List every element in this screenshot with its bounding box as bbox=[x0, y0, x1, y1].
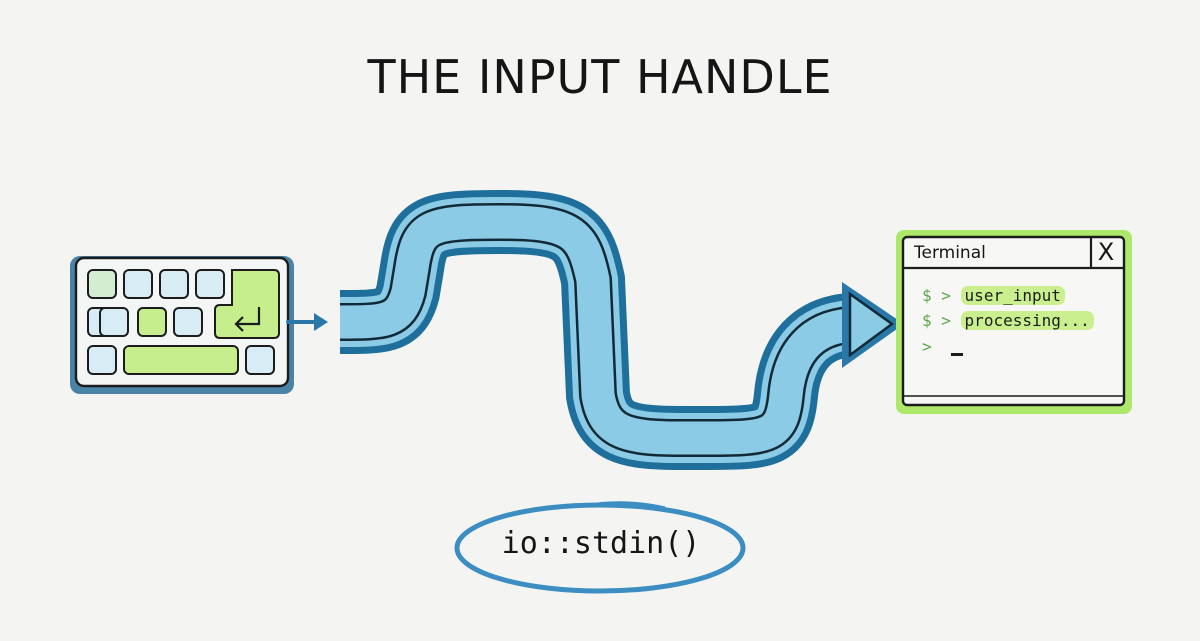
arrow-right-icon bbox=[286, 313, 328, 331]
terminal-cursor bbox=[951, 353, 964, 356]
terminal-prompt: > bbox=[922, 337, 932, 356]
terminal-line: $ > user_input bbox=[922, 286, 1065, 305]
terminal-command: processing... bbox=[960, 311, 1094, 330]
return-key-icon bbox=[234, 307, 261, 332]
input-stream-arrow bbox=[339, 189, 904, 470]
page-title: THE INPUT HANDLE bbox=[367, 50, 833, 104]
terminal-line: > bbox=[922, 337, 964, 356]
terminal-line: $ > processing... bbox=[922, 311, 1094, 330]
stdin-label: io::stdin() bbox=[501, 526, 701, 561]
stdin-ellipse bbox=[454, 501, 746, 594]
terminal-command: user_input bbox=[960, 286, 1065, 305]
keyboard-icon bbox=[70, 256, 294, 394]
terminal-prompt: $ > bbox=[922, 286, 951, 305]
close-icon[interactable]: X bbox=[1097, 238, 1115, 266]
terminal-title: Terminal bbox=[914, 243, 986, 263]
terminal-prompt: $ > bbox=[922, 311, 951, 330]
